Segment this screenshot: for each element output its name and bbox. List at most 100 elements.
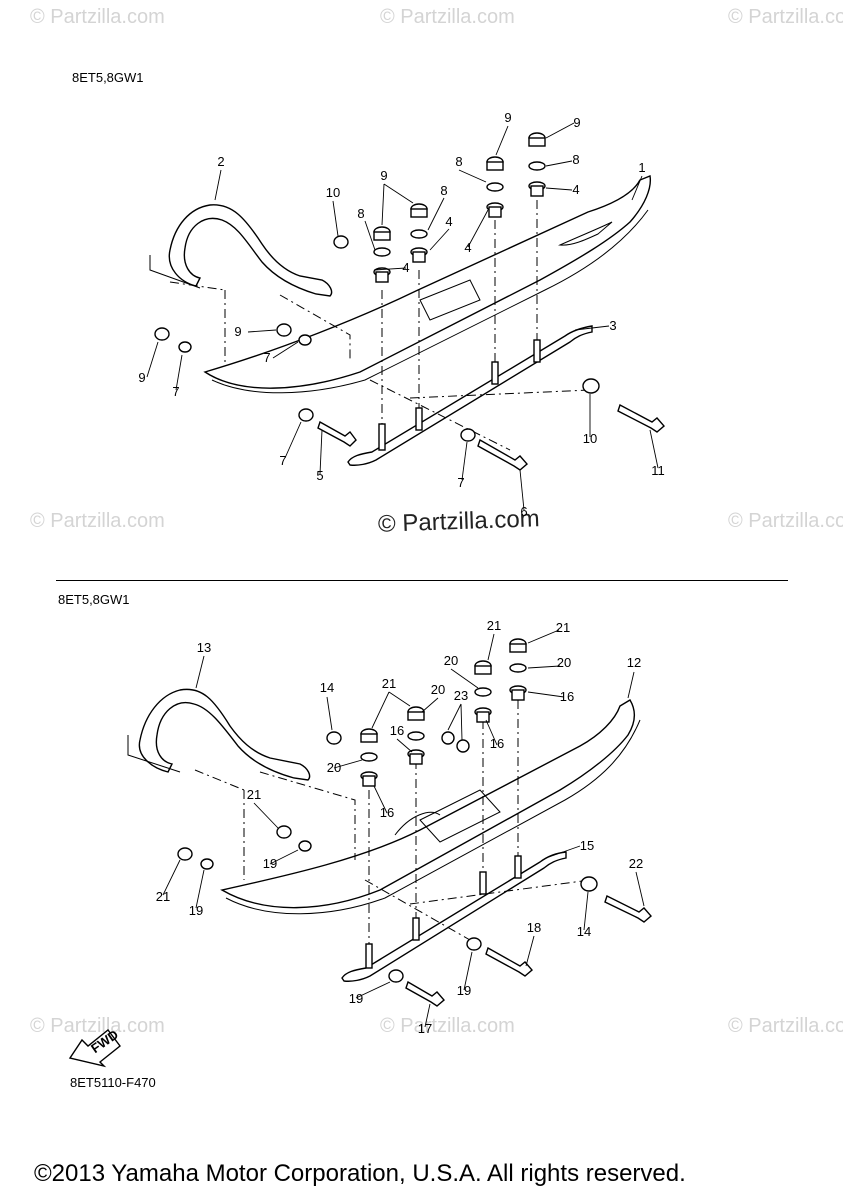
top-ski-assembly [146, 122, 665, 511]
part-callout-20: 20 [431, 682, 445, 697]
part-callout-3: 3 [609, 318, 616, 333]
part-callout-16: 16 [560, 689, 574, 704]
part-callout-20: 20 [327, 760, 341, 775]
watermark-bottom-left: © Partzilla.com [30, 1015, 165, 1037]
figure-code: 8ET5110-F470 [70, 1075, 156, 1090]
collar [528, 181, 546, 197]
stud [514, 855, 522, 879]
nut [276, 825, 292, 839]
part-callout-8: 8 [572, 152, 579, 167]
top-model-label: 8ET5,8GW1 [72, 70, 144, 85]
part-callout-14: 14 [577, 924, 591, 939]
stud [378, 423, 386, 451]
washer [407, 731, 425, 741]
bolt [317, 420, 357, 447]
ski-handle [138, 688, 311, 781]
fwd-arrow-icon: FWD [68, 1027, 121, 1068]
ski-body [203, 175, 652, 389]
copyright-text: ©2013 Yamaha Motor Corporation, U.S.A. A… [34, 1160, 686, 1187]
washer [298, 408, 314, 422]
washer [360, 752, 378, 762]
part-callout-1: 1 [638, 160, 645, 175]
part-callout-5: 5 [316, 468, 323, 483]
stud [412, 917, 420, 941]
part-callout-9: 9 [573, 115, 580, 130]
watermark-top-right: © Partzilla.com [728, 6, 843, 28]
watermark-bottom-center: © Partzilla.com [380, 1015, 515, 1037]
stud [365, 943, 373, 969]
part-callout-16: 16 [390, 723, 404, 738]
bushing [580, 876, 598, 892]
nut [373, 226, 391, 241]
bottom-model-label: 8ET5,8GW1 [58, 592, 130, 607]
runner-bar [341, 851, 567, 982]
nut [474, 660, 492, 675]
washer [200, 858, 214, 870]
washer [410, 229, 428, 239]
part-callout-9: 9 [138, 370, 145, 385]
bushing [326, 731, 342, 745]
bolt [604, 895, 652, 923]
part-callout-8: 8 [440, 183, 447, 198]
part-callout-23: 23 [454, 688, 468, 703]
stud [533, 339, 541, 363]
ski-body [220, 699, 635, 909]
washer [486, 182, 504, 192]
watermark-mid-right: © Partzilla.com [728, 510, 843, 532]
part-callout-17: 17 [418, 1021, 432, 1036]
part-callout-2: 2 [217, 154, 224, 169]
part-callout-8: 8 [455, 154, 462, 169]
bolt [405, 980, 445, 1007]
bottom-ski-assembly [127, 629, 652, 1028]
watermark-bottom-right: © Partzilla.com [728, 1015, 843, 1037]
part-callout-9: 9 [504, 110, 511, 125]
part-callout-8: 8 [357, 206, 364, 221]
nut [360, 728, 378, 743]
nut [410, 203, 428, 218]
part-callout-4: 4 [402, 260, 409, 275]
nut [407, 706, 425, 721]
part-callout-21: 21 [156, 889, 170, 904]
section-divider [56, 580, 788, 581]
part-callout-21: 21 [247, 787, 261, 802]
part-callout-21: 21 [382, 676, 396, 691]
part-callout-11: 11 [651, 463, 665, 478]
part-callout-15: 15 [580, 838, 594, 853]
nut [154, 327, 170, 341]
washer [528, 161, 546, 171]
part-callout-20: 20 [557, 655, 571, 670]
part-callout-18: 18 [527, 920, 541, 935]
part-callout-7: 7 [279, 453, 286, 468]
nut [528, 132, 546, 147]
part-callout-19: 19 [263, 856, 277, 871]
nut [509, 638, 527, 653]
part-callout-6: 6 [520, 504, 527, 519]
part-callout-22: 22 [629, 856, 643, 871]
part-callout-16: 16 [380, 805, 394, 820]
part-callout-7: 7 [263, 350, 270, 365]
washer [298, 840, 312, 852]
washer [388, 969, 404, 983]
part-callout-19: 19 [457, 983, 471, 998]
washer [509, 663, 527, 673]
nut [486, 156, 504, 171]
bottom-callouts: 1213141415161616161718191919192020202021… [156, 618, 643, 1036]
watermark-top-left: © Partzilla.com [30, 6, 165, 28]
washer [178, 341, 192, 353]
nut [177, 847, 193, 861]
watermark-mid-left: © Partzilla.com [30, 510, 165, 532]
bushing [582, 378, 600, 394]
ski-handle [168, 204, 333, 297]
part-callout-19: 19 [349, 991, 363, 1006]
part-callout-19: 19 [189, 903, 203, 918]
part-callout-4: 4 [464, 240, 471, 255]
washer [298, 334, 312, 346]
watermark-top-center: © Partzilla.com [380, 6, 515, 28]
part-callout-10: 10 [583, 431, 597, 446]
stud [491, 361, 499, 385]
part-callout-7: 7 [172, 384, 179, 399]
bushing [333, 235, 349, 249]
part-callout-9: 9 [234, 324, 241, 339]
